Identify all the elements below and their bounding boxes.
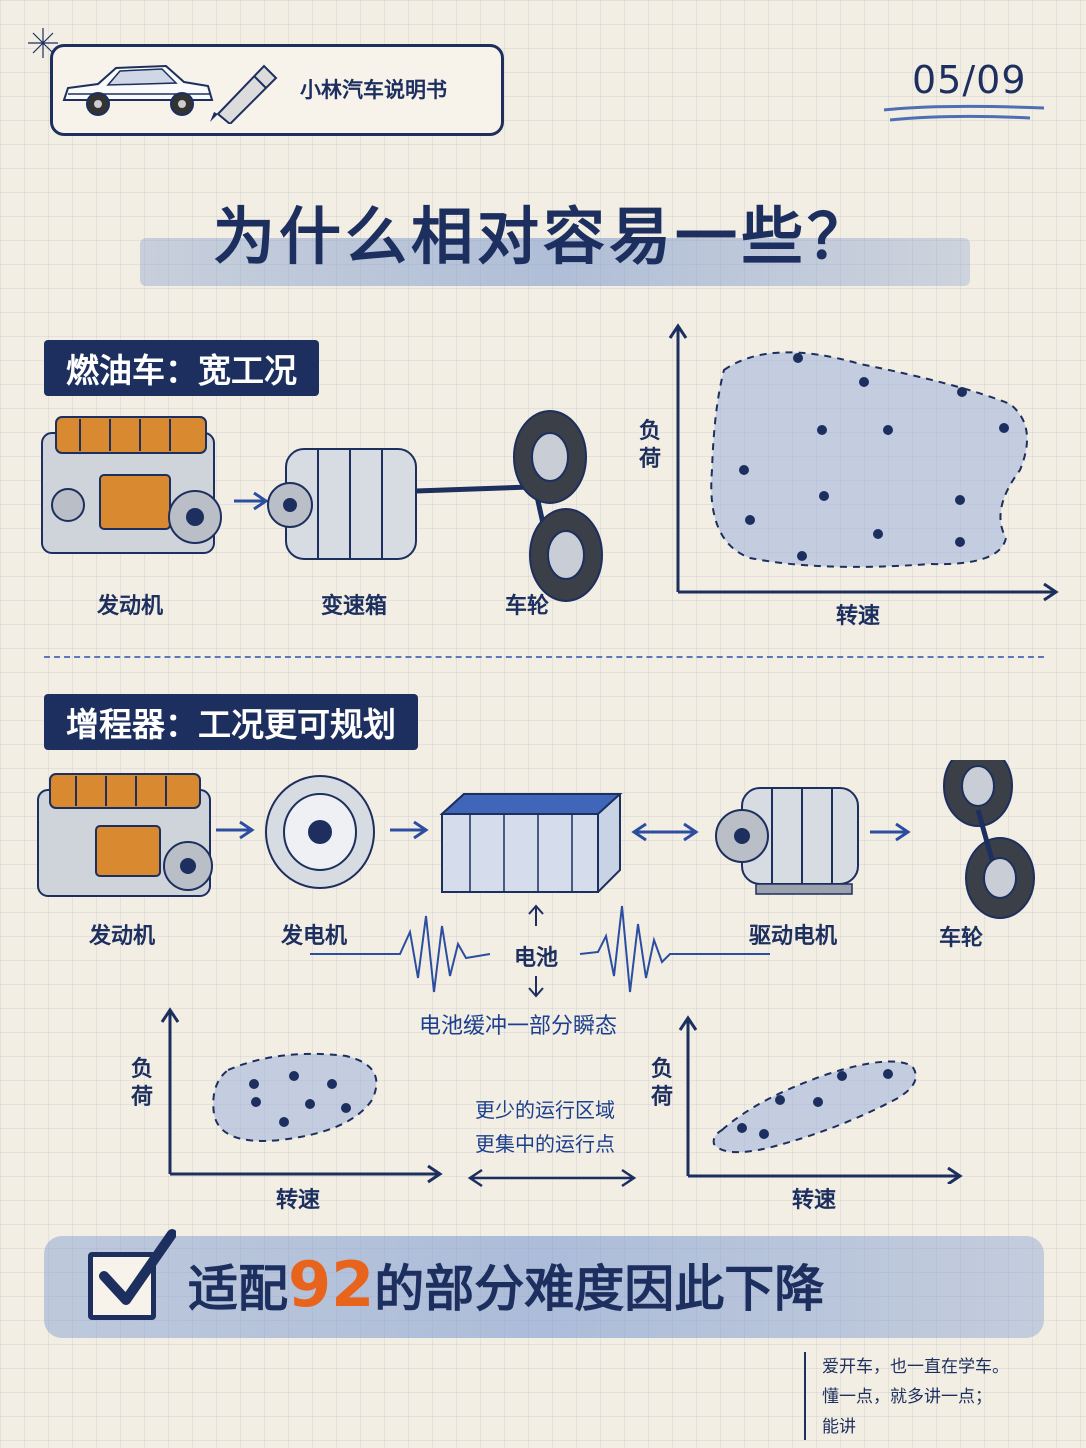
erev-component-battery: 电池 xyxy=(513,946,558,971)
erev-left-xlabel: 转速 xyxy=(276,1188,321,1213)
down-arrow-icon xyxy=(528,976,544,998)
erev-left-chart xyxy=(160,1007,443,1184)
ice-component-engine: 发动机 xyxy=(96,594,163,619)
erev-component-drive-motor: 驱动电机 xyxy=(748,924,837,949)
double-arrow-icon xyxy=(467,1168,637,1188)
conclusion-highlight: 92 xyxy=(288,1248,375,1321)
narrow-operating-region xyxy=(212,1052,378,1142)
engine-icon xyxy=(37,773,213,897)
signature-line1: 爱开车，也一直在学车。 xyxy=(822,1357,1009,1377)
erev-right-xlabel: 转速 xyxy=(792,1188,837,1213)
ice-drivetrain xyxy=(41,410,603,602)
page-number-underline xyxy=(883,104,1045,122)
check-mark-icon xyxy=(99,1229,176,1305)
operating-points xyxy=(739,353,1009,561)
wide-operating-region xyxy=(710,351,1028,568)
erev-component-wheel: 车轮 xyxy=(938,926,983,951)
section-ice-heading: 燃油车：宽工况 xyxy=(44,340,319,396)
conclusion-prefix: 适配 xyxy=(188,1260,288,1318)
up-arrow-icon xyxy=(528,904,544,926)
erev-component-generator: 发电机 xyxy=(280,924,347,949)
title-brush xyxy=(140,238,970,286)
erev-component-engine: 发动机 xyxy=(88,924,155,949)
battery-buffer-note: 电池缓冲一部分瞬态 xyxy=(418,1014,617,1039)
engine-icon xyxy=(41,416,222,554)
car-illustration xyxy=(62,64,214,116)
erev-right-ylabel: 负荷 xyxy=(650,1057,673,1110)
erev-left-ylabel: 负荷 xyxy=(130,1057,153,1110)
brand-name: 小林汽车说明书 xyxy=(300,78,447,102)
operating-points xyxy=(249,1071,351,1127)
operating-points xyxy=(737,1069,893,1139)
conclusion-text: 适配92的部分难度因此下降 xyxy=(188,1248,824,1321)
buffer-waveform xyxy=(310,905,770,993)
conclusion-suffix: 的部分难度因此下降 xyxy=(374,1260,825,1318)
signature-line2: 懂一点，就多讲一点； xyxy=(822,1387,992,1407)
comparison-line2: 更集中的运行点 xyxy=(475,1132,615,1156)
generator-icon xyxy=(265,775,375,889)
ice-component-gearbox: 变速箱 xyxy=(320,594,387,619)
section-erev-heading: 增程器：工况更可规划 xyxy=(44,694,418,750)
page-number: 05/09 xyxy=(912,58,1027,102)
checkbox-icon xyxy=(88,1252,156,1320)
erev-drivetrain xyxy=(37,760,1035,919)
page-title: 为什么相对容易一些？ xyxy=(212,200,873,273)
sparkle-icon xyxy=(28,28,58,58)
ice-chart-xlabel: 转速 xyxy=(836,604,881,629)
ice-operating-chart xyxy=(668,323,1059,602)
gearbox-icon xyxy=(267,448,417,560)
ice-component-wheel: 车轮 xyxy=(504,594,549,619)
comparison-line1: 更少的运行区域 xyxy=(475,1098,615,1122)
conclusion-band xyxy=(44,1236,1044,1338)
wheel-icon xyxy=(943,760,1035,919)
erev-right-chart xyxy=(678,1015,963,1184)
signature-bar xyxy=(804,1352,806,1440)
ice-chart-ylabel: 负荷 xyxy=(638,419,661,472)
wheel-icon xyxy=(513,410,603,602)
section-divider xyxy=(44,656,1044,658)
signature-line3: 能讲 xyxy=(822,1417,856,1437)
marker-pen-icon xyxy=(210,64,278,124)
drive-motor-icon xyxy=(715,787,859,895)
battery-icon xyxy=(439,793,623,893)
